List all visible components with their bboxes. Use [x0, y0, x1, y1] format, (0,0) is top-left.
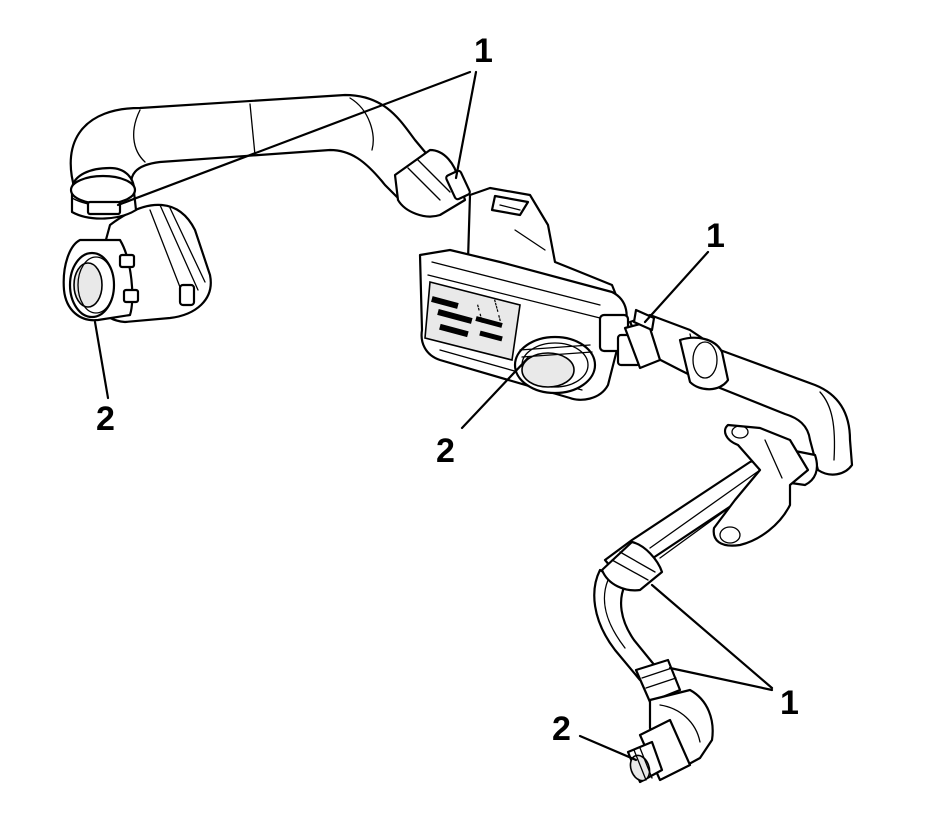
right-hose: [593, 308, 854, 784]
callout-1-right: 1: [706, 217, 725, 255]
leader-1-to-left-clamp: [116, 70, 472, 207]
module-label-area: [431, 296, 503, 342]
leader-lines: [93, 70, 774, 762]
module-marking-1: -- ---: [472, 303, 488, 325]
leader-1-to-right-clamp: [454, 70, 478, 180]
center-module: -- --- ---- --: [418, 186, 642, 401]
left-valve-assembly: [62, 203, 212, 324]
callout-1-bottom: 1: [780, 684, 799, 722]
callout-2-center: 2: [436, 432, 455, 470]
callout-2-bottom: 2: [552, 710, 571, 748]
leader-1-to-lower-clamp-a: [650, 583, 774, 690]
callout-2-left: 2: [96, 400, 115, 438]
leader-1-to-lower-clamp-b: [668, 666, 774, 692]
leader-2-to-center-module: [460, 356, 530, 430]
leader-1-to-module-clamp: [643, 250, 710, 324]
leader-2-to-left-valve: [93, 320, 110, 400]
callout-labels: 1 2 2 1 2 1: [96, 32, 799, 748]
leader-2-to-lower-fitting: [578, 734, 638, 762]
callout-1-top: 1: [474, 32, 493, 70]
